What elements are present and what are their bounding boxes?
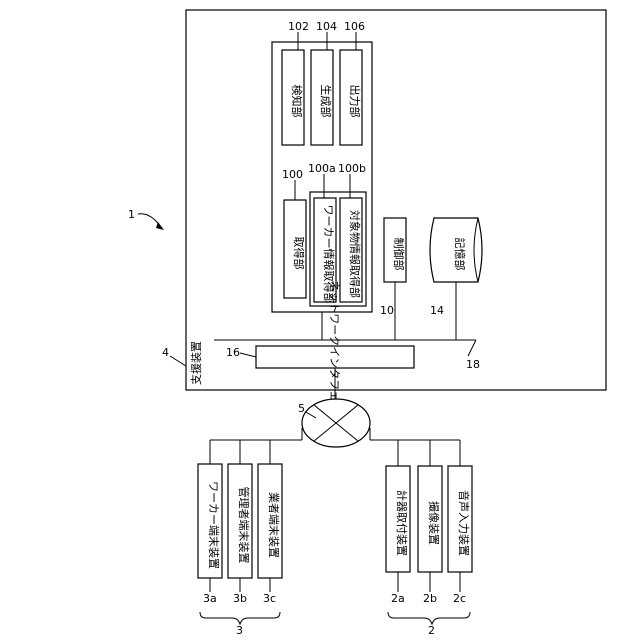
object-info-acq-ref: 100b	[338, 162, 366, 175]
worker-terminal-ref: 3a	[203, 592, 217, 605]
generation-unit-ref: 104	[316, 20, 337, 33]
worker-info-acq-ref: 100a	[308, 162, 336, 175]
object-info-acq-label: 対象物情報取得部	[348, 210, 362, 298]
figure-ref-arrow	[138, 214, 160, 226]
storage-unit-label: 記憶部	[453, 238, 467, 271]
device-group-brace	[388, 612, 470, 624]
vendor-terminal-label: 業者端末装置	[267, 492, 281, 558]
detection-unit-label: 検知部	[290, 85, 304, 118]
output-unit-label: 出力部	[348, 85, 362, 118]
bus-ref: 18	[466, 358, 480, 371]
storage-unit-ref: 14	[430, 304, 444, 317]
device-group-ref: 2	[428, 624, 435, 637]
manager-terminal-ref: 3b	[233, 592, 247, 605]
network-if-ref: 16	[226, 346, 240, 359]
support-device-label: 支援装置	[189, 341, 203, 385]
output-unit-ref: 106	[344, 20, 365, 33]
support-device-ref: 4	[162, 346, 169, 359]
control-unit-ref: 10	[380, 304, 394, 317]
instrument-attach-ref: 2a	[391, 592, 405, 605]
instrument-attach-label: 計器取付装置	[395, 490, 409, 556]
support-device-leader	[170, 356, 186, 366]
voice-input-ref: 2c	[453, 592, 466, 605]
network-ref: 5	[298, 402, 305, 415]
manager-terminal-label: 管理者端末装置	[237, 487, 251, 564]
vendor-terminal-ref: 3c	[263, 592, 276, 605]
acquisition-unit-label: 取得部	[292, 237, 306, 270]
figure-ref: 1	[128, 208, 135, 221]
terminal-group-ref: 3	[236, 624, 243, 637]
support-device-box	[186, 10, 606, 390]
imaging-device-ref: 2b	[423, 592, 437, 605]
generation-unit-label: 生成部	[319, 85, 333, 118]
voice-input-label: 音声入力装置	[457, 490, 471, 556]
worker-terminal-label: ワーカー端末装置	[207, 481, 221, 569]
imaging-device-label: 撮像装置	[427, 501, 441, 545]
control-unit-label: 制御部	[392, 238, 406, 271]
terminal-group-brace	[200, 612, 280, 624]
detection-unit-ref: 102	[288, 20, 309, 33]
acquisition-unit-ref: 100	[282, 168, 303, 181]
